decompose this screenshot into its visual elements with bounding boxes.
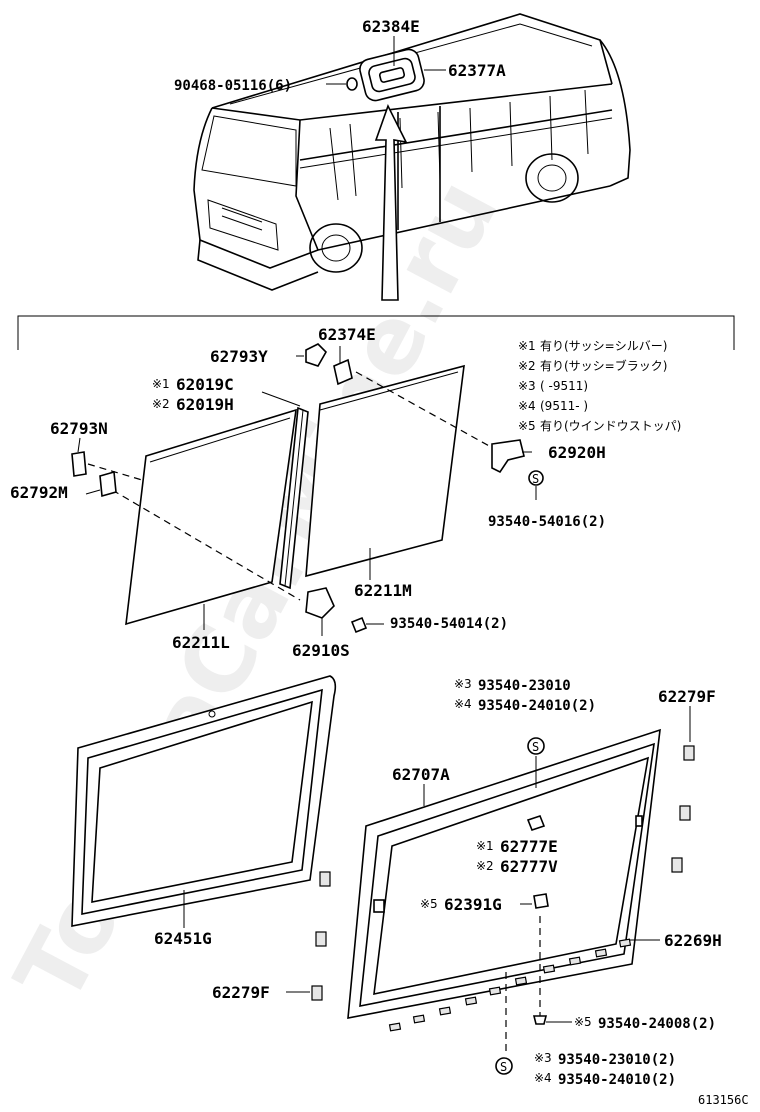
label-62279F-top: 62279F [658, 687, 716, 706]
diagram-code: 613156C [698, 1093, 749, 1107]
note-3-text: ( -9511) [540, 379, 588, 393]
mark-4-bottom: ※4 [534, 1071, 552, 1085]
label-62377A: 62377A [448, 61, 506, 80]
label-62910S: 62910S [292, 641, 350, 660]
sliding-window-group [71, 343, 544, 634]
label-62777E: 62777E [500, 837, 558, 856]
note-4-mark: ※4 [518, 399, 536, 413]
label-62019H: 62019H [176, 395, 234, 414]
note-5-text: 有り(ウインドウストッパ) [540, 419, 681, 433]
label-62777V: 62777V [500, 857, 558, 876]
label-93540-54016: 93540-54016(2) [488, 514, 606, 530]
note-2-text: 有り(サッシ=ブラック) [540, 358, 667, 373]
label-62384E: 62384E [362, 17, 420, 36]
label-93540-23010-bottom: 93540-23010(2) [558, 1052, 676, 1068]
note-1-text: 有り(サッシ=シルバー) [540, 339, 667, 353]
label-93540-54014: 93540-54014(2) [390, 616, 508, 632]
label-62279F-bottom: 62279F [212, 983, 270, 1002]
label-62211L: 62211L [172, 633, 230, 652]
arrow-up [374, 103, 408, 301]
note-2-mark: ※2 [518, 359, 536, 373]
mark-3-top: ※3 [454, 677, 472, 691]
note-mark-2: ※2 [152, 397, 170, 411]
note-3-mark: ※3 [518, 379, 536, 393]
label-62451G: 62451G [154, 929, 212, 948]
note-4-text: (9511- ) [540, 399, 588, 413]
section-bracket [17, 315, 735, 350]
roof-window-assembly [326, 48, 425, 102]
label-93540-24010-bottom: 93540-24010(2) [558, 1072, 676, 1088]
note-mark-1: ※1 [152, 377, 170, 391]
label-93540-24010-top: 93540-24010(2) [478, 698, 596, 714]
clips-62269H [388, 938, 632, 1032]
label-62269H: 62269H [664, 931, 722, 950]
label-93540-23010-top: 93540-23010 [478, 678, 571, 694]
label-62707A: 62707A [392, 765, 450, 784]
mark-4-top: ※4 [454, 697, 472, 711]
window-frame-62707A [347, 728, 661, 1019]
s-mark-top: S [532, 740, 539, 754]
label-62793Y: 62793Y [210, 347, 268, 366]
label-62793N: 62793N [50, 419, 108, 438]
window-seal-62451G [71, 675, 337, 927]
screws [495, 737, 548, 1075]
label-62374E: 62374E [318, 325, 376, 344]
s-mark-bottom: S [500, 1060, 507, 1074]
mark-1-clip: ※1 [476, 839, 494, 853]
label-62211M: 62211M [354, 581, 412, 600]
s-mark-54016: S [532, 472, 539, 486]
notes-legend: ※1 有り(サッシ=シルバー) ※2 有り(サッシ=ブラック) ※3 ( -95… [518, 339, 681, 433]
mark-5-stopper: ※5 [420, 897, 438, 911]
blocks-62279F [311, 745, 695, 1001]
note-5-mark: ※5 [518, 419, 536, 433]
van-illustration [193, 13, 631, 291]
label-62019C: 62019C [176, 375, 234, 394]
label-93540-24008: 93540-24008(2) [598, 1016, 716, 1032]
label-62391G: 62391G [444, 895, 502, 914]
note-1-mark: ※1 [518, 339, 536, 353]
label-62792M: 62792M [10, 483, 68, 502]
mark-3-bottom: ※3 [534, 1051, 552, 1065]
mark-5-screw: ※5 [574, 1015, 592, 1029]
label-62920H: 62920H [548, 443, 606, 462]
mark-2-clip: ※2 [476, 859, 494, 873]
label-90468-05116: 90468-05116(6) [174, 78, 292, 94]
